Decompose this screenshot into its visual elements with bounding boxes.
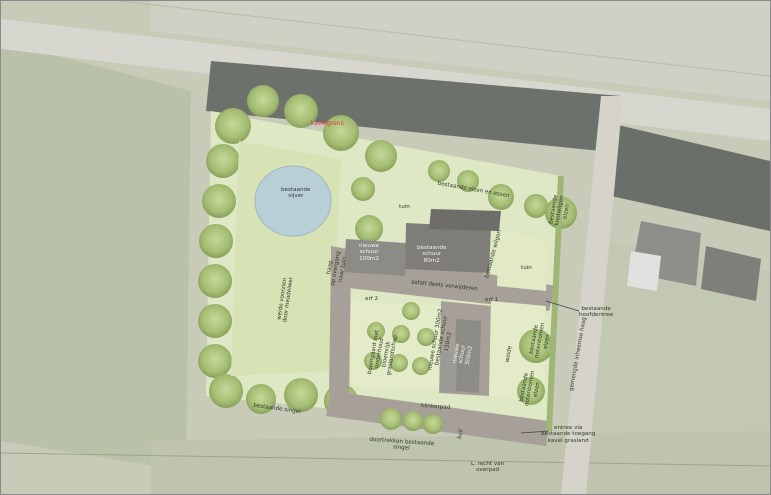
field-right: [561, 241, 770, 494]
kavelgrens-label: kavelgrens: [311, 120, 344, 127]
overpad-label: L. recht van overpad: [471, 461, 505, 474]
arrow-hoofdentree: [545, 300, 580, 312]
nieuwe-schuur-mid-label: nieuwe schuur 300m2: [451, 343, 474, 366]
farmhouse-roof: [429, 209, 501, 231]
weide-right-area: [489, 301, 546, 401]
pond: [254, 165, 332, 237]
bestaande-schuur-building: [405, 223, 491, 273]
ditch-line-2: [1, 452, 770, 467]
field-bottom: [151, 431, 770, 494]
canal-right: [601, 121, 770, 231]
side-road: [561, 96, 623, 494]
paving-west: [329, 256, 351, 401]
neighbor-building-2: [701, 246, 761, 301]
nieuwe-schuur-label: nieuwe schuur 100m2: [359, 243, 380, 262]
tuin-right-label: tuin: [521, 265, 532, 271]
bestaande-schuur-label: bestaande schuur 80m2: [417, 245, 447, 264]
neighbor-greenhouse: [627, 251, 661, 291]
top-field: [151, 1, 770, 101]
trees-right: [380, 329, 553, 434]
shed-small: [440, 351, 457, 393]
nieuwe-schuur-300: [454, 319, 481, 393]
canal-top: [206, 61, 621, 151]
arrow-entree: [520, 430, 550, 434]
nieuwe-schuur-building: [344, 239, 406, 276]
field-left: [1, 41, 191, 471]
orchard-trees: [364, 302, 435, 375]
pond-label: bestaande vijver: [281, 187, 311, 200]
hoofdentree-label: bestaande hoofdentree: [579, 306, 614, 319]
tuin-top-label: tuin: [399, 204, 410, 210]
ditch-line-1: [120, 1, 770, 77]
erf1-label: erf 1: [485, 297, 499, 303]
erf2-label: erf 2: [365, 296, 379, 302]
tuin-right-area: [497, 233, 549, 291]
entree-label: entree via bestaande toegang kavel grasl…: [541, 425, 596, 444]
